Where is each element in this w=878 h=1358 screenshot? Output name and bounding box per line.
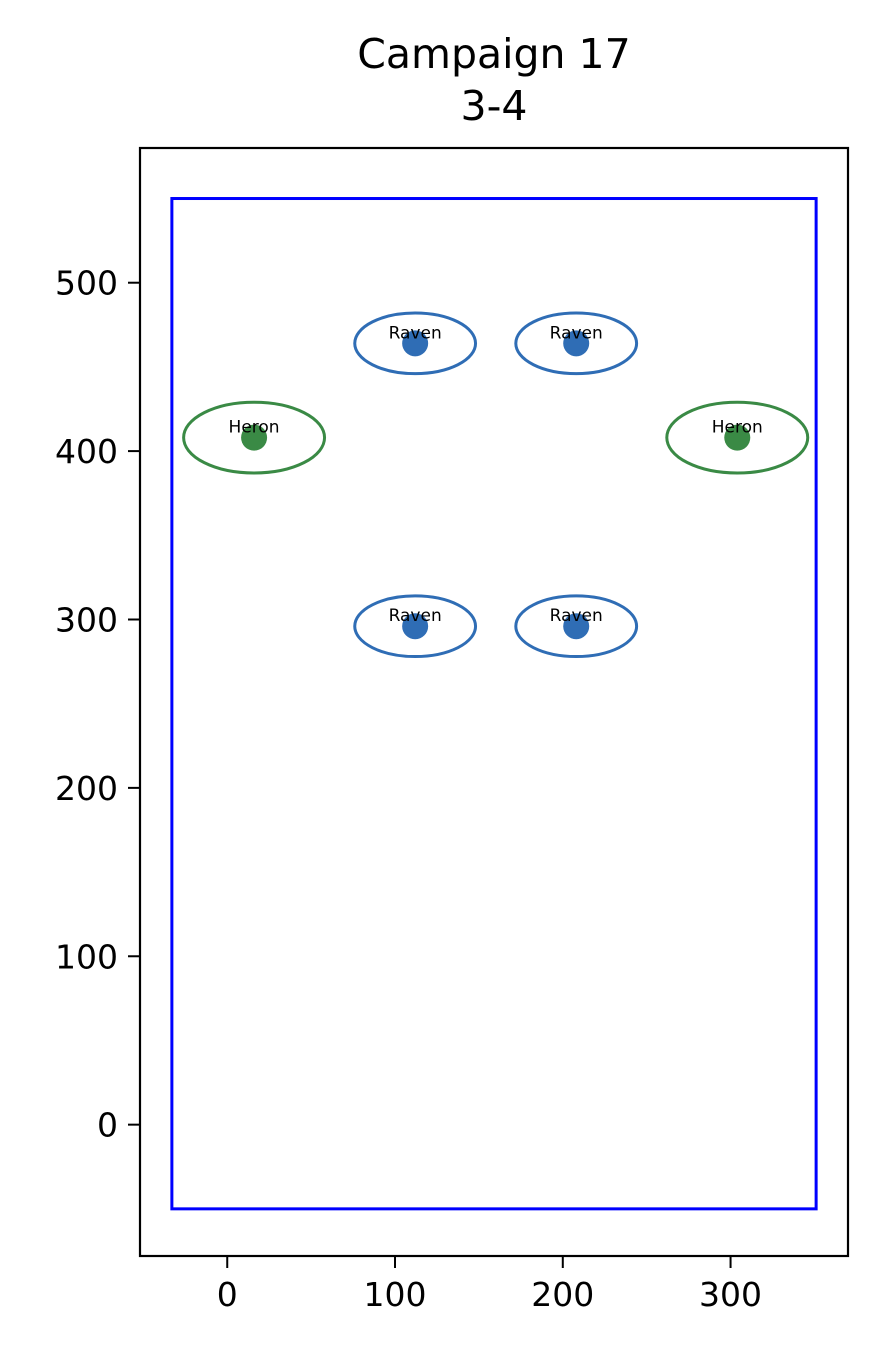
point-ellipse-0 [353, 311, 478, 376]
y-tick-label-300: 300 [55, 600, 118, 639]
point-ellipse-2 [182, 400, 327, 475]
x-tick-label-200: 200 [531, 1275, 594, 1314]
data-point-2 [241, 424, 268, 451]
point-label-2: Heron [229, 418, 280, 438]
point-label-5: Raven [550, 606, 603, 626]
chart-subtitle: 3-4 [461, 82, 528, 130]
boundary-rectangle [170, 197, 818, 1211]
axes-frame [138, 146, 850, 1258]
chart-title: Campaign 17 [357, 30, 630, 78]
data-point-4 [402, 613, 429, 640]
x-tick-label-300: 300 [699, 1275, 762, 1314]
point-label-0: Raven [389, 323, 442, 343]
x-tick-label-0: 0 [217, 1275, 238, 1314]
data-point-1 [563, 330, 590, 357]
y-tick-label-200: 200 [55, 769, 118, 808]
y-tick-label-0: 0 [97, 1106, 118, 1145]
x-tick-label-100: 100 [364, 1275, 427, 1314]
point-label-1: Raven [550, 323, 603, 343]
y-tick-label-500: 500 [55, 264, 118, 303]
point-label-4: Raven [389, 606, 442, 626]
data-point-5 [563, 613, 590, 640]
data-point-0 [402, 330, 429, 357]
point-ellipse-3 [665, 400, 810, 475]
y-tick-label-400: 400 [55, 432, 118, 471]
y-tick-label-100: 100 [55, 937, 118, 976]
point-label-3: Heron [712, 418, 763, 438]
point-ellipse-5 [514, 594, 639, 659]
data-point-3 [724, 424, 751, 451]
point-ellipse-4 [353, 594, 478, 659]
point-ellipse-1 [514, 311, 639, 376]
